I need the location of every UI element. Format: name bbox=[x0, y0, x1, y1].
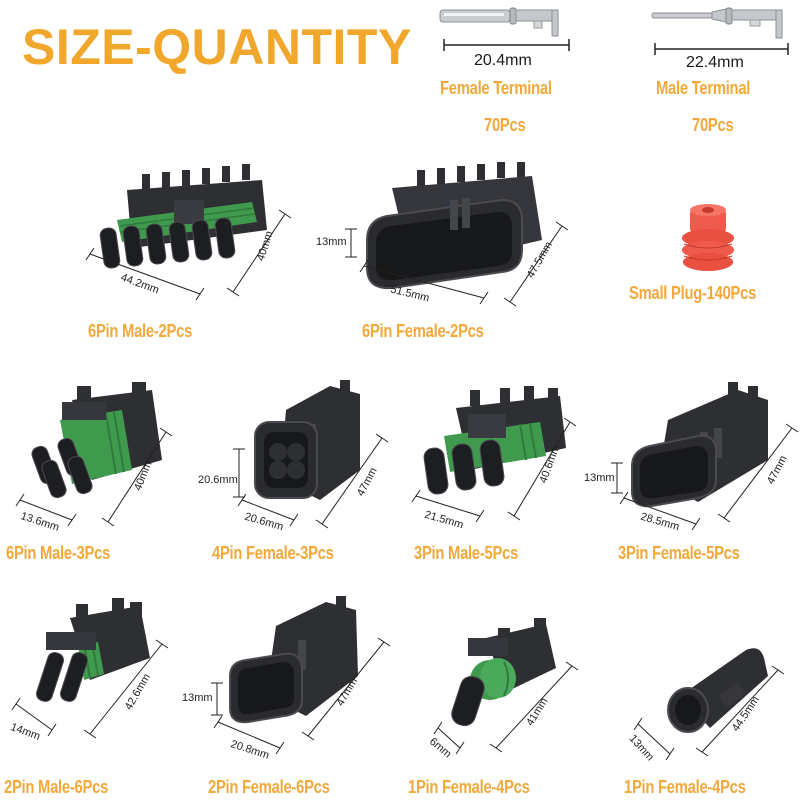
dimension-line bbox=[411, 489, 485, 523]
dimension-line bbox=[619, 491, 701, 531]
dimension-line bbox=[315, 433, 389, 529]
male-terminal-name: Male Terminal bbox=[656, 78, 751, 98]
connector-label: 2Pin Male-6Pcs bbox=[4, 777, 109, 797]
connector-label: 6Pin Male-2Pcs bbox=[88, 321, 193, 341]
male-terminal-length: 22.4mm bbox=[686, 54, 744, 71]
dimension-line bbox=[15, 493, 77, 527]
female-terminal-length: 20.4mm bbox=[474, 52, 532, 69]
dimension-line bbox=[213, 715, 285, 755]
connector-label: 6Pin Male-3Pcs bbox=[6, 543, 111, 563]
dimension-line bbox=[503, 221, 569, 307]
connector-label: 3Pin Male-5Pcs bbox=[414, 543, 519, 563]
dimension-line bbox=[489, 661, 579, 753]
1pin-female-seal-connector-icon bbox=[451, 618, 556, 727]
male-terminal-icon bbox=[651, 7, 783, 39]
2pin-female-connector-icon bbox=[229, 596, 358, 724]
connector-label: 3Pin Female-5Pcs bbox=[618, 543, 740, 563]
dimension-line bbox=[237, 493, 299, 527]
connector-label: 1Pin Female-4Pcs bbox=[408, 777, 530, 797]
dimension-height: 13mm bbox=[316, 236, 347, 248]
dimension-line bbox=[211, 682, 223, 716]
dimension-line bbox=[83, 639, 169, 739]
dimension-line bbox=[695, 665, 785, 757]
4pin-female-connector-icon bbox=[254, 380, 360, 500]
connector-label: 6Pin Female-2Pcs bbox=[362, 321, 484, 341]
6pin-female-connector-icon bbox=[366, 162, 542, 290]
dimension-height: 13mm bbox=[182, 692, 213, 704]
6pin-male-connector-icon bbox=[99, 164, 267, 269]
dimension-line bbox=[345, 228, 357, 258]
dimension-line bbox=[11, 697, 57, 737]
dimension-line bbox=[507, 417, 577, 521]
dimension-line bbox=[443, 39, 570, 51]
3pin-female-connector-icon bbox=[631, 382, 768, 508]
small-plug-label: Small Plug-140Pcs bbox=[629, 283, 757, 303]
dimension-line bbox=[717, 423, 799, 523]
2pin-male-connector-icon bbox=[35, 598, 150, 702]
female-terminal-name: Female Terminal bbox=[440, 78, 552, 98]
female-terminal-quantity: 70Pcs bbox=[484, 115, 526, 135]
dimension-line bbox=[433, 721, 465, 755]
dimension-line bbox=[85, 247, 205, 301]
dimension-line bbox=[359, 259, 489, 305]
dimension-line bbox=[633, 717, 675, 761]
dimension-height: 20.6mm bbox=[198, 474, 238, 486]
connector-label: 1Pin Female-4Pcs bbox=[624, 777, 746, 797]
dimension-line bbox=[226, 209, 292, 297]
6pin-male-small-connector-icon bbox=[31, 382, 162, 499]
1pin-female-connector-icon bbox=[667, 648, 768, 733]
dimension-line bbox=[101, 427, 173, 527]
3pin-male-connector-icon bbox=[423, 386, 566, 495]
dimension-line bbox=[233, 448, 245, 498]
page-title: SIZE-QUANTITY bbox=[22, 19, 412, 75]
female-terminal-icon bbox=[439, 7, 559, 37]
connector-label: 2Pin Female-6Pcs bbox=[208, 777, 330, 797]
dimension-height: 13mm bbox=[584, 472, 615, 484]
small-plug-icon bbox=[682, 204, 734, 271]
dimension-line bbox=[301, 637, 391, 741]
male-terminal-quantity: 70Pcs bbox=[692, 115, 734, 135]
dimension-line bbox=[654, 43, 789, 55]
connector-label: 4Pin Female-3Pcs bbox=[212, 543, 334, 563]
dimension-line bbox=[611, 462, 623, 494]
